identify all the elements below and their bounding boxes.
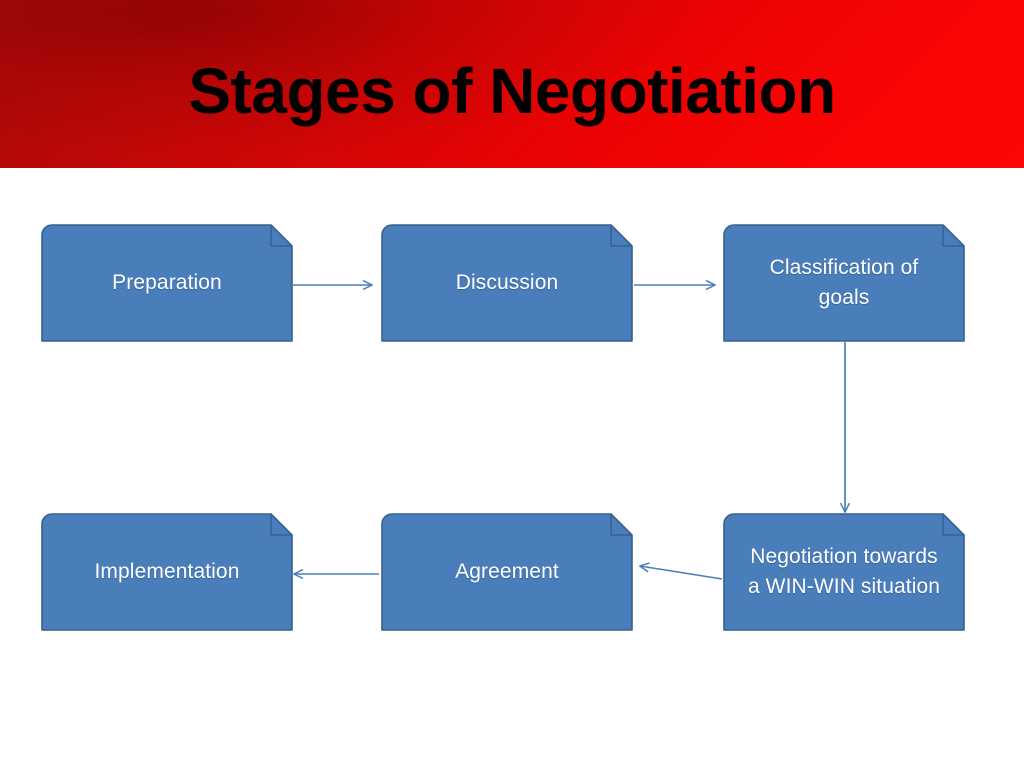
page-title: Stages of Negotiation — [188, 55, 836, 127]
process-box-discussion[interactable]: Discussion — [381, 224, 633, 342]
process-box-classification[interactable]: Classification of goals — [723, 224, 965, 342]
box-shape — [723, 513, 965, 631]
process-box-implementation[interactable]: Implementation — [41, 513, 293, 631]
box-shape — [381, 224, 633, 342]
box-shape — [41, 513, 293, 631]
box-shape — [41, 224, 293, 342]
connector-layer — [293, 280, 850, 580]
arrow-negotiation-to-agreement — [639, 562, 723, 580]
title-banner: Stages of Negotiation — [0, 0, 1024, 168]
process-box-negotiation[interactable]: Negotiation towards a WIN-WIN situation — [723, 513, 965, 631]
box-shape — [381, 513, 633, 631]
process-box-agreement[interactable]: Agreement — [381, 513, 633, 631]
process-box-label: Implementation — [94, 559, 240, 583]
process-box-label: Agreement — [455, 559, 559, 583]
process-box-label: Discussion — [455, 270, 559, 294]
process-box-preparation[interactable]: Preparation — [41, 224, 293, 342]
process-box-label: Negotiation towards a WIN-WIN situation — [747, 544, 941, 598]
process-flow-diagram: Preparation Discussion Classification of… — [0, 168, 1024, 768]
process-box-label: Classification of goals — [769, 255, 919, 309]
box-shape — [723, 224, 965, 342]
process-box-label: Preparation — [112, 270, 222, 294]
